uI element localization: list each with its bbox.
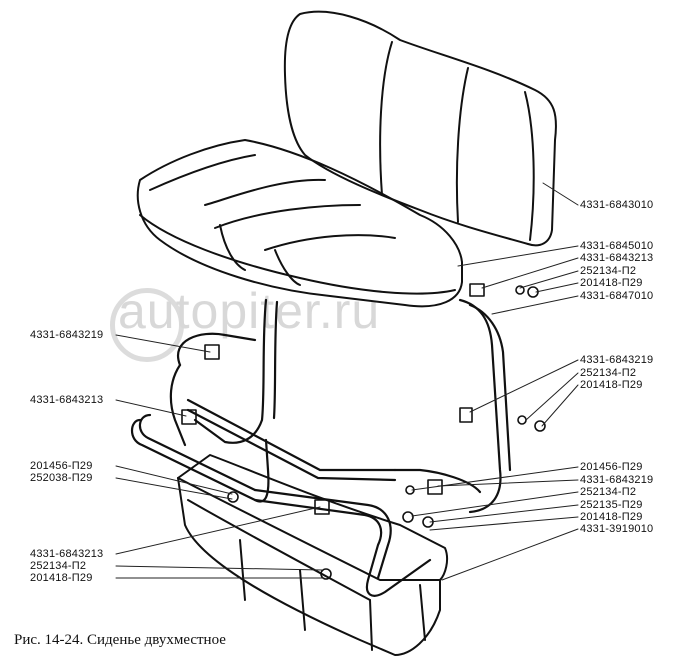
callout-bracket-part-number: 4331-6843219 bbox=[580, 354, 654, 366]
figure-caption: Рис. 14-24. Сиденье двухместное bbox=[14, 632, 226, 648]
callout-box-part-number: 4331-3919010 bbox=[580, 523, 654, 535]
mounting-brackets bbox=[181, 283, 546, 580]
callout-bolt-part-number: 201418-П29 bbox=[580, 379, 643, 391]
callout-bracket-part-number: 4331-6843219 bbox=[580, 474, 654, 486]
watermark-text: autopiter.ru bbox=[118, 283, 381, 339]
callout-bolt-part-number: 201418-П29 bbox=[580, 277, 643, 289]
callout-frame-part-number: 4331-6847010 bbox=[580, 290, 654, 302]
callout-bolt-part-number: 201456-П29 bbox=[30, 460, 93, 472]
callout-washer-part-number: 252134-П2 bbox=[580, 265, 637, 277]
callout-seat-part-number: 4331-6845010 bbox=[580, 240, 654, 252]
callout-bracket-part-number: 4331-6843213 bbox=[30, 394, 104, 406]
callout-washer-part-number: 252134-П2 bbox=[580, 486, 637, 498]
backrest-cushion bbox=[283, 10, 557, 247]
callout-bolt-part-number: 201418-П29 bbox=[580, 511, 643, 523]
callout-bolt-part-number: 201418-П29 bbox=[30, 572, 93, 584]
seat-cushion bbox=[136, 139, 463, 308]
callout-bracket-part-number: 4331-6843219 bbox=[30, 329, 104, 341]
watermark-logo-icon bbox=[110, 288, 184, 362]
callout-bolt-part-number: 201456-П29 bbox=[580, 461, 643, 473]
leader-lines bbox=[115, 182, 579, 581]
callout-bracket-part-number: 4331-6843213 bbox=[30, 548, 104, 560]
callout-bracket-part-number: 4331-6843213 bbox=[580, 252, 654, 264]
callout-washer-part-number: 252134-П2 bbox=[30, 560, 87, 572]
callout-backrest-part-number: 4331-6843010 bbox=[580, 199, 654, 211]
callout-washer-part-number: 252134-П2 bbox=[580, 367, 637, 379]
callout-washer-part-number: 252135-П29 bbox=[580, 499, 643, 511]
tubular-frame bbox=[130, 298, 512, 597]
storage-box bbox=[177, 454, 449, 656]
callout-washer-part-number: 252038-П29 bbox=[30, 472, 93, 484]
